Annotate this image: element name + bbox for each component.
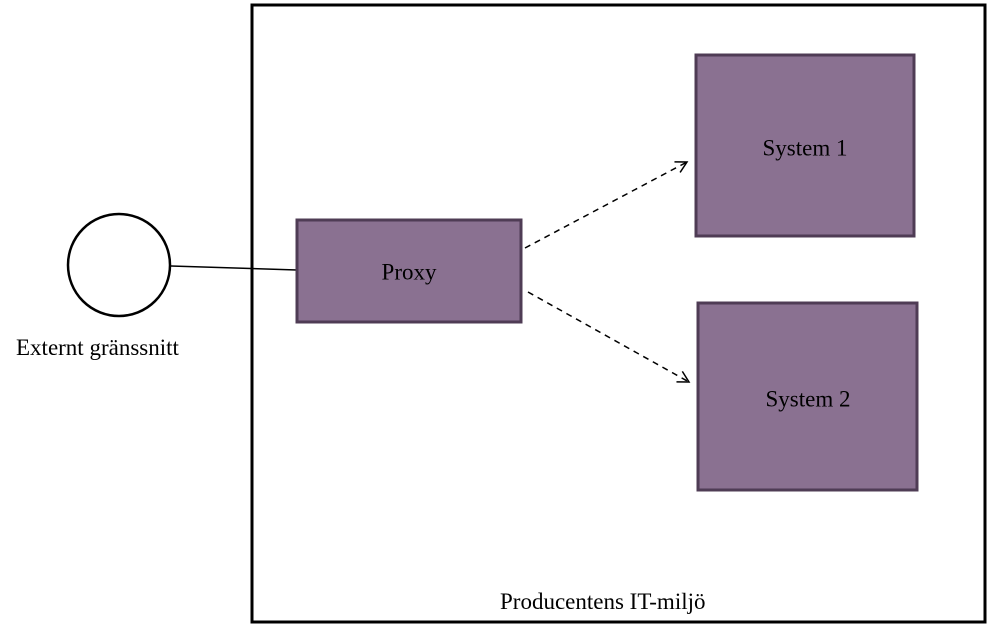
arrow-proxy-to-system-2	[527, 291, 691, 383]
proxy-box	[295, 218, 523, 324]
external-interface-label: Externt gränssnitt	[16, 335, 179, 360]
proxy-label: Proxy	[381, 259, 437, 285]
system-2-label: System 2	[765, 386, 851, 412]
arrow-proxy-to-system-1	[524, 161, 689, 249]
external-interface-circle	[66, 212, 172, 318]
system-1-label: System 1	[762, 135, 848, 161]
system-1-box	[694, 53, 916, 238]
environment-label: Producentens IT-miljö	[500, 589, 706, 614]
interface-connector-line	[170, 265, 298, 271]
environment-frame	[250, 3, 987, 624]
system-2-box	[696, 301, 919, 492]
